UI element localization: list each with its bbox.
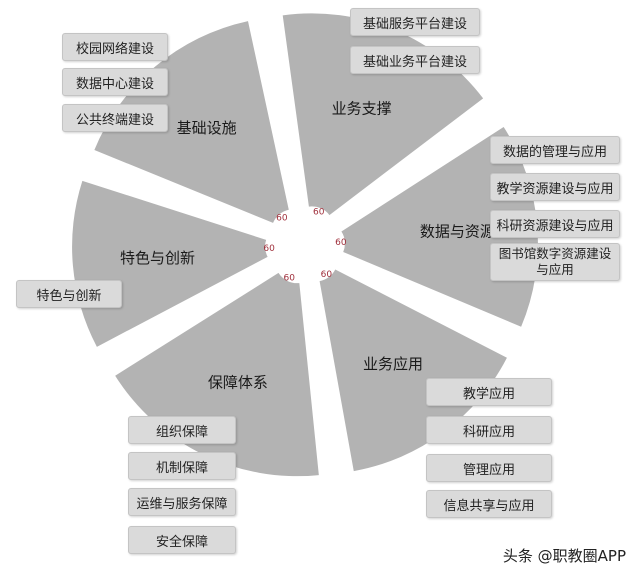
sector-label-guarantee: 保障体系	[208, 374, 268, 392]
center-angle-label: 60	[263, 244, 275, 254]
sector-data	[341, 126, 538, 327]
item-research-resources: 科研资源建设与应用	[490, 210, 620, 238]
sector-label-data: 数据与资源	[420, 223, 495, 241]
watermark: 头条 @职教圈APP	[502, 547, 626, 565]
center-angle-label: 60	[335, 238, 347, 248]
item-feature-innovation: 特色与创新	[16, 280, 122, 308]
item-library-resources: 图书馆数字资源建设与应用	[490, 243, 620, 281]
item-management-app: 管理应用	[426, 454, 552, 482]
item-public-terminal: 公共终端建设	[62, 104, 168, 132]
center-angle-label: 60	[276, 213, 288, 223]
sector-app	[319, 269, 507, 472]
sector-label-support: 业务支撑	[332, 99, 392, 117]
item-research-app: 科研应用	[426, 416, 552, 444]
item-mechanism-guarantee: 机制保障	[128, 452, 236, 480]
center-angle-label: 60	[283, 273, 295, 283]
item-data-center: 数据中心建设	[62, 68, 168, 96]
sector-label-innovation: 特色与创新	[120, 249, 195, 267]
item-data-management: 数据的管理与应用	[490, 136, 620, 164]
item-org-guarantee: 组织保障	[128, 416, 236, 444]
center-angle-label: 60	[313, 208, 325, 218]
sector-infra	[94, 21, 289, 223]
item-info-sharing: 信息共享与应用	[426, 490, 552, 518]
sector-label-infra: 基础设施	[177, 119, 237, 137]
center-angle-label: 60	[321, 270, 333, 280]
item-security-guarantee: 安全保障	[128, 526, 236, 554]
item-basic-service-platform: 基础服务平台建设	[350, 8, 480, 36]
sector-label-app: 业务应用	[363, 355, 423, 373]
item-teaching-resources: 教学资源建设与应用	[490, 173, 620, 201]
item-ops-service-guarantee: 运维与服务保障	[128, 488, 236, 516]
item-basic-business-platform: 基础业务平台建设	[350, 46, 480, 74]
item-teaching-app: 教学应用	[426, 378, 552, 406]
item-campus-network: 校园网络建设	[62, 33, 168, 61]
